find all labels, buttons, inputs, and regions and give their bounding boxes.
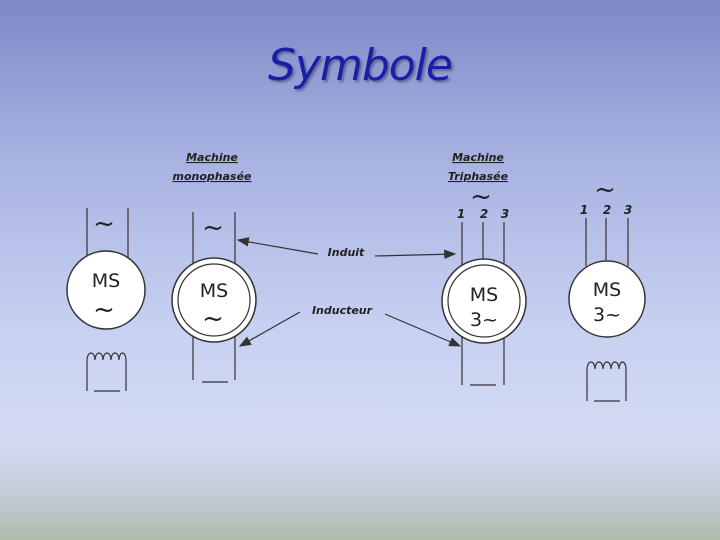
terminal-3: 3: [501, 207, 509, 221]
symbol-mono-double: ~ MS ~: [171, 212, 257, 383]
slide-title: Symbole: [268, 40, 453, 91]
label-machine-mono-2: monophasée: [172, 170, 252, 183]
ms-label: MS: [593, 279, 621, 301]
terminal-1: 1: [580, 203, 588, 217]
terminal-1: 1: [457, 207, 465, 221]
arrow-induit-right: [374, 249, 457, 260]
arrow-inducteur-left: [238, 311, 301, 347]
symbol-mono-simple: ~ MS ~: [66, 208, 146, 392]
three-phase-label: 3~: [593, 304, 621, 326]
three-phase-label: 3~: [470, 309, 498, 331]
tilde-symbol: ~: [202, 213, 224, 243]
ms-label: MS: [200, 280, 228, 302]
tilde-symbol: ~: [93, 295, 115, 325]
arrow-inducteur-right: [384, 313, 462, 347]
tilde-symbol: ~: [470, 182, 492, 212]
symbol-tri-simple: ~ 1 2 3 MS 3~: [568, 175, 646, 402]
label-inducteur: Inducteur: [312, 304, 373, 317]
terminal-2: 2: [480, 207, 488, 221]
tilde-symbol: ~: [594, 175, 616, 205]
symbol-tri-double: ~ 1 2 3 MS 3~: [441, 182, 527, 386]
label-machine-tri-2: Triphasée: [448, 170, 509, 183]
tilde-symbol: ~: [93, 209, 115, 239]
terminal-3: 3: [624, 203, 632, 217]
tilde-symbol: ~: [202, 304, 224, 334]
arrow-induit-left: [236, 237, 319, 255]
label-machine-mono-1: Machine: [186, 151, 238, 164]
terminal-2: 2: [603, 203, 611, 217]
ms-label: MS: [470, 284, 498, 306]
ms-label: MS: [92, 270, 120, 292]
label-machine-tri-1: Machine: [452, 151, 504, 164]
label-induit: Induit: [328, 246, 365, 259]
